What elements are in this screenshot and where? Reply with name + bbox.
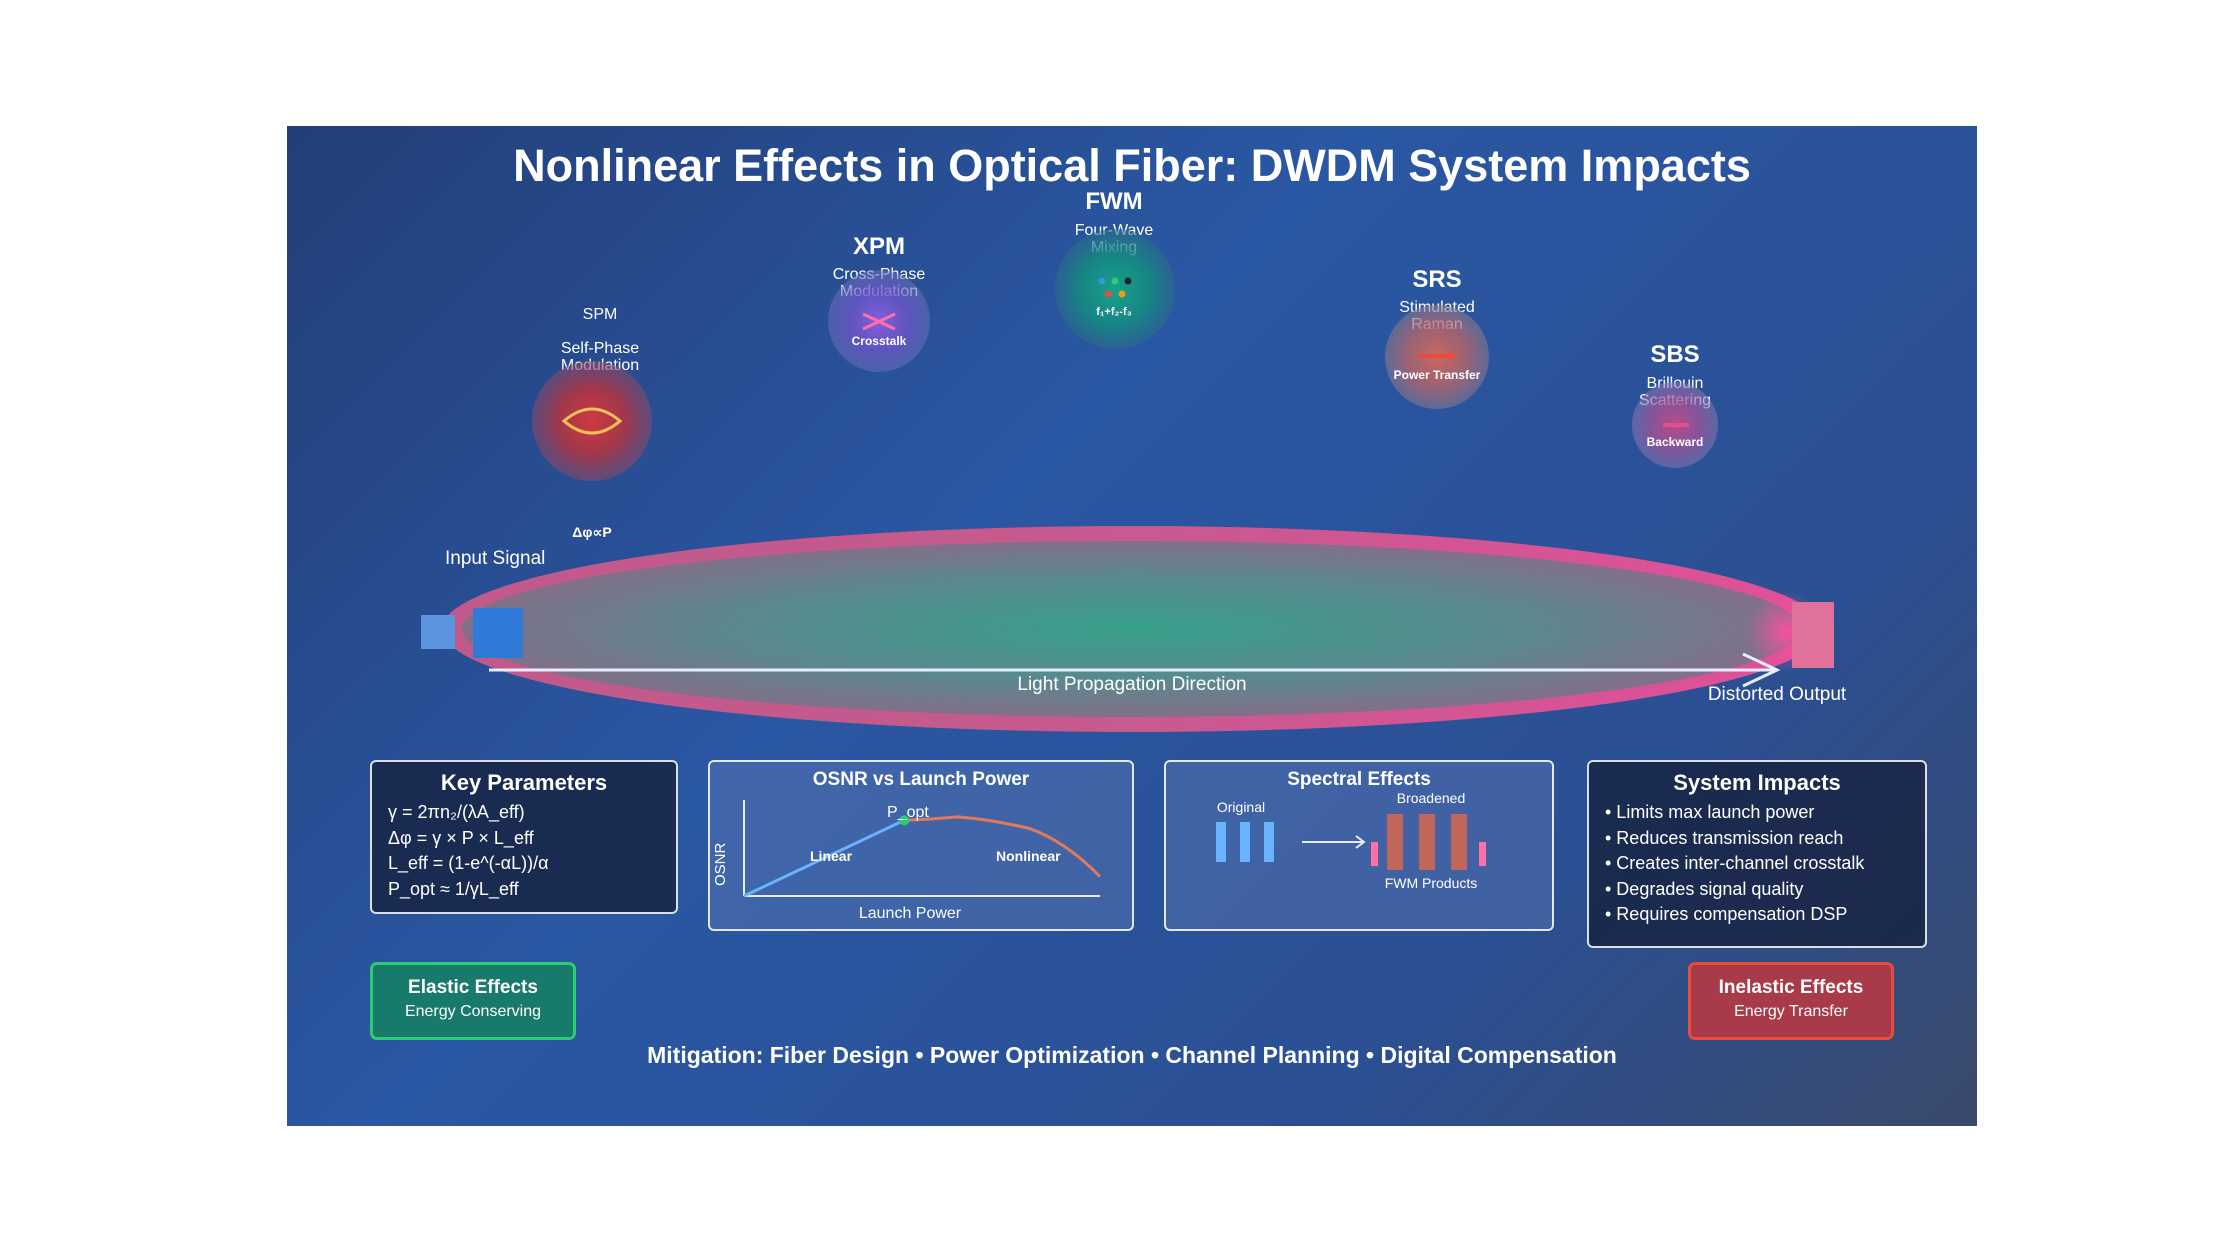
sbs-circle-label: Backward — [1646, 435, 1704, 449]
fwm-product-bar — [1371, 842, 1378, 866]
inelastic-effects-subtitle: Energy Transfer — [1734, 1003, 1848, 1020]
xpm-circle-label: Crosstalk — [851, 334, 907, 348]
spm-circle-label: Δφ∝P — [572, 524, 612, 540]
spectral-arrowhead-icon — [1355, 835, 1366, 849]
broadened-channel-bar — [1387, 814, 1403, 870]
osnr-peak-point — [899, 815, 910, 826]
osnr-series-nonlinear — [904, 815, 1102, 878]
broadened-channel-bar — [1419, 814, 1435, 870]
effect-spm-name-line1: Self-Phase — [560, 340, 640, 357]
srs-circle — [1385, 305, 1489, 409]
propagation-arrowhead-icon — [1742, 652, 1781, 688]
system-impact-item: • Limits max launch power — [1605, 802, 1815, 822]
output-pulse — [1792, 602, 1834, 668]
system-impact-item: • Creates inter-channel crosstalk — [1605, 853, 1865, 873]
elastic-effects-title: Elastic Effects — [408, 977, 538, 998]
original-channel-bar — [1264, 822, 1274, 862]
osnr-chart — [743, 800, 1102, 898]
spectral-broadened-label: Broadened — [1396, 790, 1466, 806]
propagation-direction-label: Light Propagation Direction — [1017, 674, 1247, 695]
osnr-ylabel-wrap: OSNR — [710, 834, 730, 894]
inelastic-effects-title: Inelastic Effects — [1718, 977, 1864, 998]
key-parameter-line: γ = 2πn₂/(λA_eff) — [388, 802, 525, 822]
osnr-series-linear — [743, 818, 905, 898]
broadened-channel-bar — [1451, 814, 1467, 870]
effect-sbs-abbr: SBS — [1650, 341, 1700, 368]
osnr-ylabel: OSNR — [712, 842, 729, 886]
osnr-linear-label: Linear — [810, 848, 853, 864]
input-signal-label: Input Signal — [445, 548, 546, 569]
fiber-diagram — [421, 526, 1834, 732]
elastic-effects-badge: Elastic Effects Energy Conserving — [370, 962, 576, 1040]
diagram-panel: Nonlinear Effects in Optical Fiber: DWDM… — [287, 126, 1977, 1126]
spm-circle — [532, 361, 652, 481]
input-pulse — [473, 608, 523, 658]
input-pulse-small — [421, 615, 455, 649]
system-impact-item: • Requires compensation DSP — [1605, 904, 1848, 924]
effect-srs-abbr: SRS — [1412, 266, 1462, 293]
original-channel-bar — [1216, 822, 1226, 862]
osnr-chart-box: OSNR vs Launch Power OSNR Launch Power P… — [708, 760, 1134, 931]
mitigation-text: Mitigation: Fiber Design • Power Optimiz… — [647, 1042, 1617, 1068]
spectral-effects-title: Spectral Effects — [1287, 769, 1431, 790]
osnr-peak-label: P_opt — [887, 804, 929, 821]
fwm-dot — [1124, 277, 1132, 285]
fiber-core — [462, 541, 1802, 717]
key-parameter-line: Δφ = γ × P × L_eff — [388, 827, 534, 848]
system-impact-item: • Reduces transmission reach — [1605, 827, 1844, 848]
spectral-fwm-label: FWM Products — [1384, 875, 1478, 891]
osnr-chart-title: OSNR vs Launch Power — [812, 769, 1030, 790]
distorted-output-label: Distorted Output — [1707, 684, 1847, 705]
fwm-product-bar — [1479, 842, 1486, 866]
fwm-dot — [1118, 290, 1126, 298]
srs-arrowhead-icon — [1448, 351, 1458, 361]
key-parameters-title: Key Parameters — [440, 770, 608, 795]
system-impacts-title: System Impacts — [1673, 770, 1841, 795]
original-channel-bar — [1240, 822, 1250, 862]
fwm-dot — [1104, 290, 1112, 298]
spectral-effects-box: Spectral Effects Original Broadened FWM … — [1164, 760, 1554, 931]
system-impact-item: • Degrades signal quality — [1605, 878, 1804, 899]
osnr-xlabel: Launch Power — [858, 905, 962, 922]
spm-phase-shape — [561, 407, 623, 435]
srs-circle-label: Power Transfer — [1393, 368, 1481, 382]
key-parameter-line: P_opt ≈ 1/γL_eff — [388, 878, 519, 899]
effect-fwm-abbr: FWM — [1085, 188, 1143, 215]
sbs-circle — [1632, 382, 1718, 468]
spectral-diagram — [1216, 814, 1486, 870]
xpm-cross-line — [862, 312, 896, 331]
osnr-nonlinear-label: Nonlinear — [996, 848, 1061, 864]
fwm-circle — [1055, 229, 1175, 349]
key-parameters-box: Key Parameters γ = 2πn₂/(λA_eff) Δφ = γ … — [370, 760, 678, 914]
xpm-circle — [828, 270, 930, 372]
system-impacts-box: System Impacts • Limits max launch power… — [1587, 760, 1927, 948]
effect-spm-abbr: SPM — [582, 306, 618, 323]
effect-xpm-abbr: XPM — [852, 233, 905, 260]
key-parameter-line: L_eff = (1-e^(-αL))/α — [388, 853, 549, 873]
fwm-dot — [1098, 277, 1106, 285]
fwm-dot — [1111, 277, 1119, 285]
elastic-effects-subtitle: Energy Conserving — [404, 1003, 542, 1020]
spectral-original-label: Original — [1216, 799, 1266, 815]
fwm-circle-label: f₁+f₂-f₃ — [1096, 306, 1132, 318]
inelastic-effects-badge: Inelastic Effects Energy Transfer — [1688, 962, 1894, 1040]
page-title: Nonlinear Effects in Optical Fiber: DWDM… — [513, 140, 1751, 191]
